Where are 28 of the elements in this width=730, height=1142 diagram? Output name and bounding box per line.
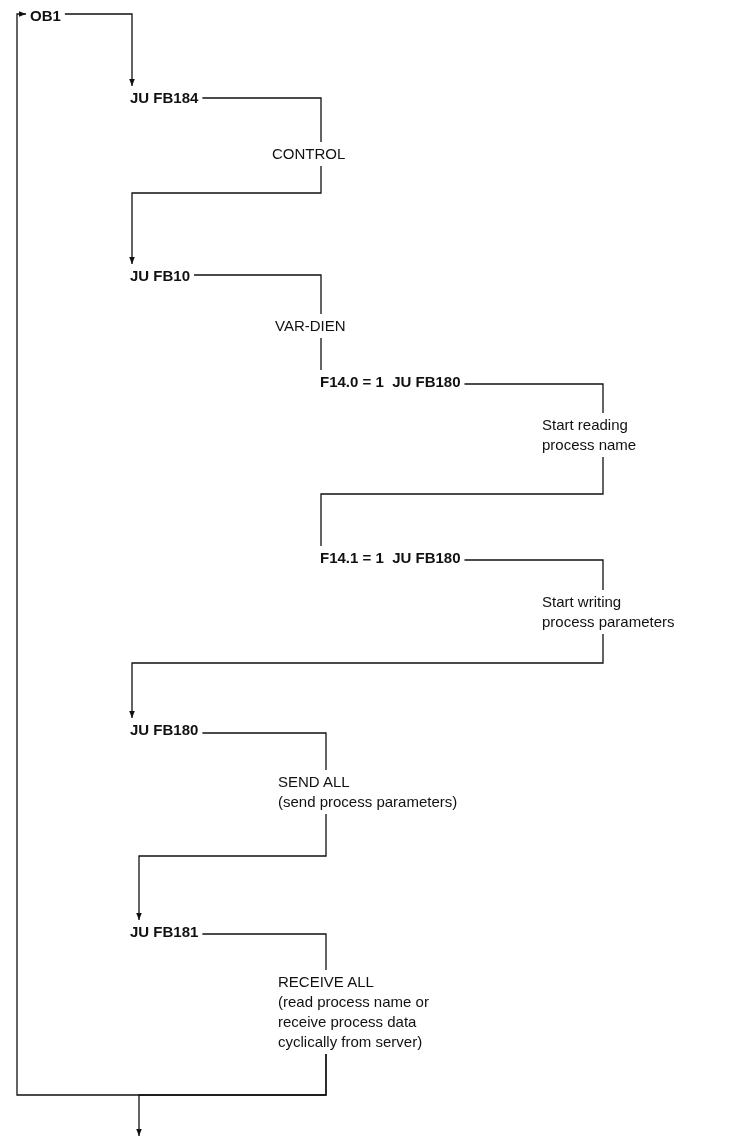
comment-label: VAR-DIEN <box>275 316 346 336</box>
arrow <box>129 633 604 719</box>
instruction-label: F14.0 = 1 JU FB180 <box>320 372 461 391</box>
connector-line <box>201 97 322 143</box>
arrow <box>129 165 322 265</box>
connector-line <box>320 337 322 371</box>
comment-label: (send process parameters) <box>278 792 459 812</box>
comment-label: Start writing process parameters <box>542 592 676 632</box>
connector-line <box>463 559 604 591</box>
connector-line <box>193 274 322 315</box>
connector-line <box>201 732 327 771</box>
instruction-label: OB1 <box>30 6 61 25</box>
comment-label: (read process name or receive process data cyclically from server) <box>278 992 430 1052</box>
connector-line <box>320 456 604 547</box>
instruction-label: JU FB180 <box>130 720 199 739</box>
instruction-label: JU FB181 <box>130 922 199 941</box>
arrow <box>136 813 327 921</box>
arrow <box>64 13 135 87</box>
connector-line <box>201 933 327 971</box>
arrow <box>136 1053 327 1137</box>
instruction-label: F14.1 = 1 JU FB180 <box>320 548 461 567</box>
comment-label: SEND ALL <box>278 772 351 792</box>
connector-line <box>463 383 604 414</box>
instruction-label: JU FB184 <box>130 88 199 107</box>
comment-label: RECEIVE ALL <box>278 972 375 992</box>
comment-label: CONTROL <box>272 144 346 164</box>
comment-label: Start reading process name <box>542 415 638 455</box>
instruction-label: JU FB10 <box>130 266 191 285</box>
